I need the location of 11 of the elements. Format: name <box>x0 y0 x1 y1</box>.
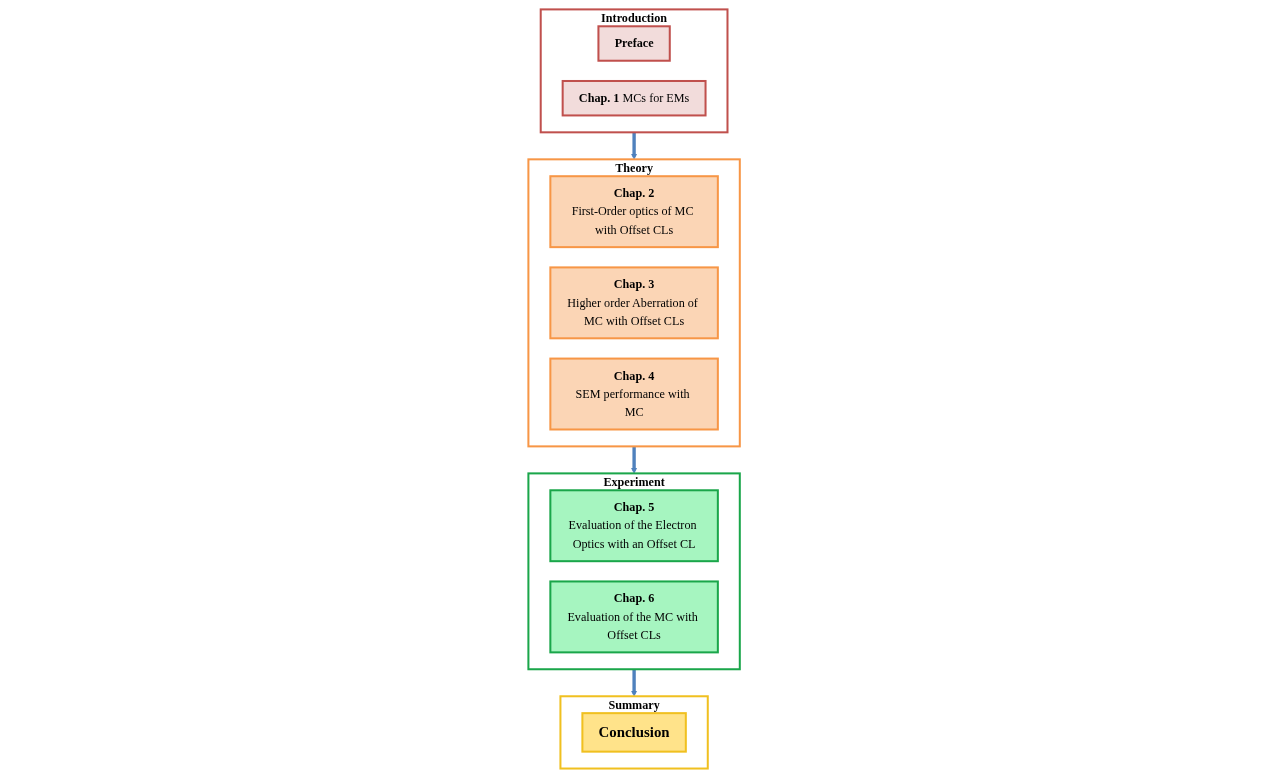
arrow <box>631 132 638 160</box>
node-box: Chap. 6 Evaluation of the MC with Offset CLs <box>549 580 720 654</box>
node-box: Chap. 2 First-Order optics of MC with Offset CLs <box>549 175 720 249</box>
node-box: Conclusion <box>581 712 688 753</box>
node-box: Chap. 1 MCs for EMs <box>562 80 707 117</box>
node-box: Preface <box>597 25 672 62</box>
node-box: Chap. 4 SEM performance with MC <box>549 357 720 431</box>
arrow <box>631 669 638 697</box>
node-box: Chap. 5 Evaluation of the Electron Optics with an Offset CL <box>549 489 720 563</box>
node-box: Chap. 3 Higher order Aberration of MC with Offset CLs <box>549 266 720 340</box>
arrow <box>631 446 638 474</box>
